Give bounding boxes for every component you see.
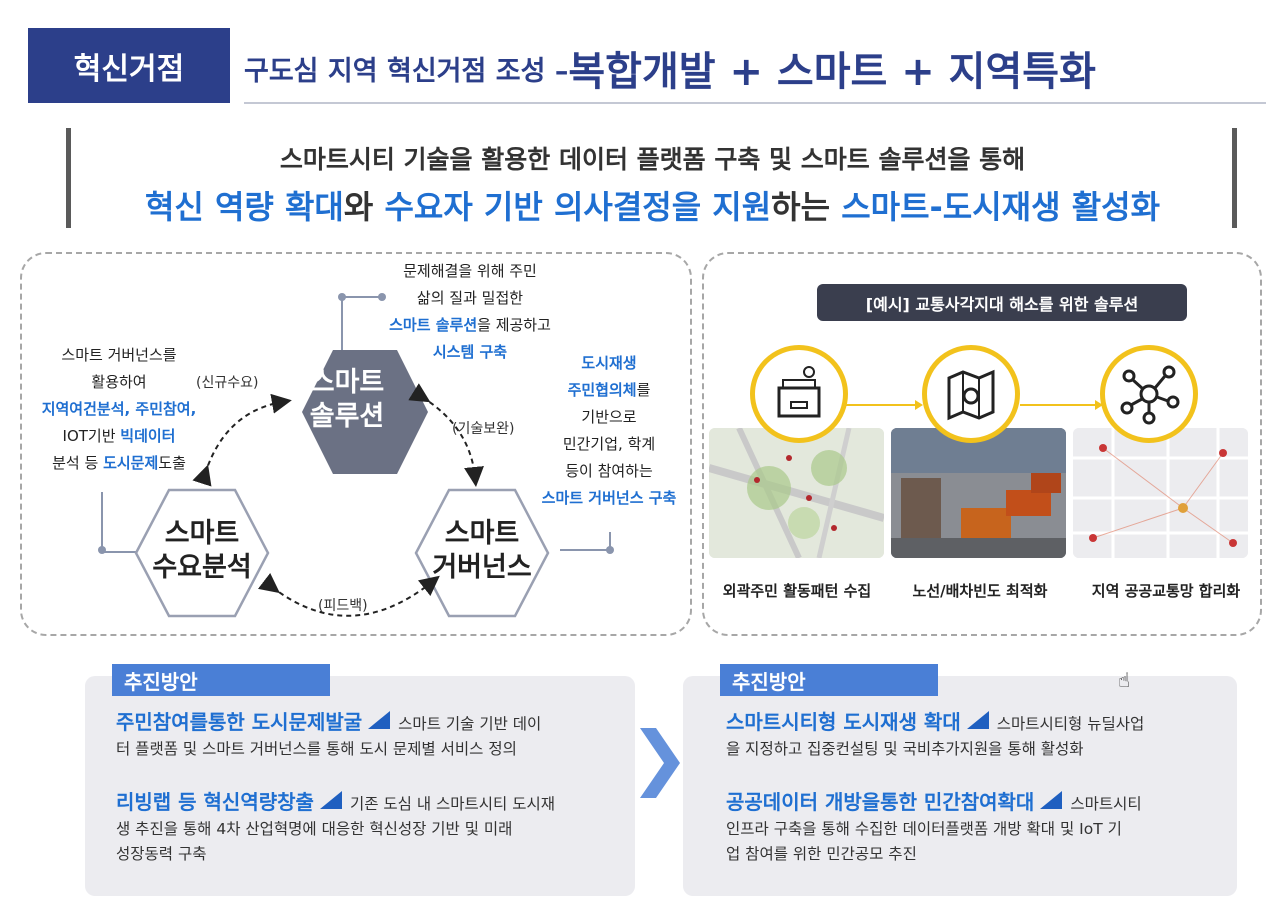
next-arrow-icon [640, 728, 680, 798]
caption-activity: 외곽주민 활동패턴 수집 [722, 582, 872, 600]
arrow-tech [408, 383, 484, 487]
plans-left-tag: 추진방안 [112, 664, 330, 696]
plans-right-box [683, 676, 1237, 896]
goal-bar-left [66, 128, 71, 228]
goal-connector-1: 와 [343, 188, 385, 226]
page-title: 구도심 지역 혁신거점 조성 – 복합개발 + 스마트 + 지역특화 [244, 38, 1096, 98]
plans-right-tag: 추진방안 [720, 664, 938, 696]
hex-solution [302, 350, 428, 474]
note-demand: 스마트 거버넌스를 활용하여 지역여건분석, 주민참여, IOT기반 빅데이터 … [41, 346, 197, 472]
caption-schedule: 노선/배차빈도 최적화 [912, 582, 1048, 600]
goal-bar-right [1232, 128, 1237, 228]
connector-left-note [101, 492, 140, 553]
example-title: [예시] 교통사각지대 해소를 위한 솔루션 [817, 284, 1187, 321]
arrow-label-tech: (기술보완) [452, 421, 515, 437]
triangle-icon [1040, 791, 1063, 809]
goal-phrase-regeneration: 스마트-도시재생 활성화 [841, 188, 1161, 226]
cycle-panel [20, 252, 692, 636]
hex-governance [414, 488, 550, 618]
goal-line-2: 혁신 역량 확대와 수요자 기반 의사결정을 지원하는 스마트-도시재생 활성화 [80, 182, 1225, 228]
arrow-feedback [257, 572, 440, 617]
title-main: 복합개발 + 스마트 + 지역특화 [568, 49, 1096, 95]
arrow-new-demand [192, 393, 292, 487]
triangle-icon [368, 711, 391, 729]
network-icon [1100, 345, 1198, 443]
hand-cursor-icon: ☝ [1118, 668, 1131, 692]
header-divider [244, 102, 1266, 104]
hex-demand [134, 488, 270, 618]
connector-right-note [560, 532, 611, 551]
goal-phrase-capacity: 혁신 역량 확대 [144, 188, 344, 226]
photo-network-map [1073, 428, 1248, 558]
note-governance: 도시재생 주민협의체를 기반으로 민간기업, 학계 등이 참여하는 스마트 거버… [541, 354, 677, 507]
triangle-icon [319, 791, 342, 809]
caption-network: 지역 공공교통망 합리화 [1091, 582, 1241, 600]
note-solution: 문제해결을 위해 주민 삶의 질과 밀접한 스마트 솔루션을 제공하고 시스템 … [389, 262, 551, 361]
goal-phrase-decision: 수요자 기반 의사결정을 지원 [384, 188, 772, 226]
triangle-icon [966, 711, 989, 729]
map-archive-icon [750, 345, 848, 443]
flow-arrows [840, 400, 1103, 410]
photo-activity-map [709, 428, 884, 558]
photo-bus-terminal [891, 428, 1066, 558]
arrow-label-feedback: (피드백) [318, 598, 368, 614]
arrow-label-new-demand: (신규수요) [196, 375, 259, 391]
title-prefix: 구도심 지역 혁신거점 조성 – [244, 55, 569, 87]
cycle-diagram [98, 293, 614, 618]
plans-left-box [85, 676, 635, 896]
goal-line-1: 스마트시티 기술을 활용한 데이터 플랫폼 구축 및 스마트 솔루션을 통해 [279, 145, 1026, 174]
example-panel [702, 252, 1262, 636]
goal-connector-2: 하는 [771, 188, 842, 226]
route-map-icon [922, 345, 1020, 443]
section-badge: 혁신거점 [28, 28, 230, 103]
